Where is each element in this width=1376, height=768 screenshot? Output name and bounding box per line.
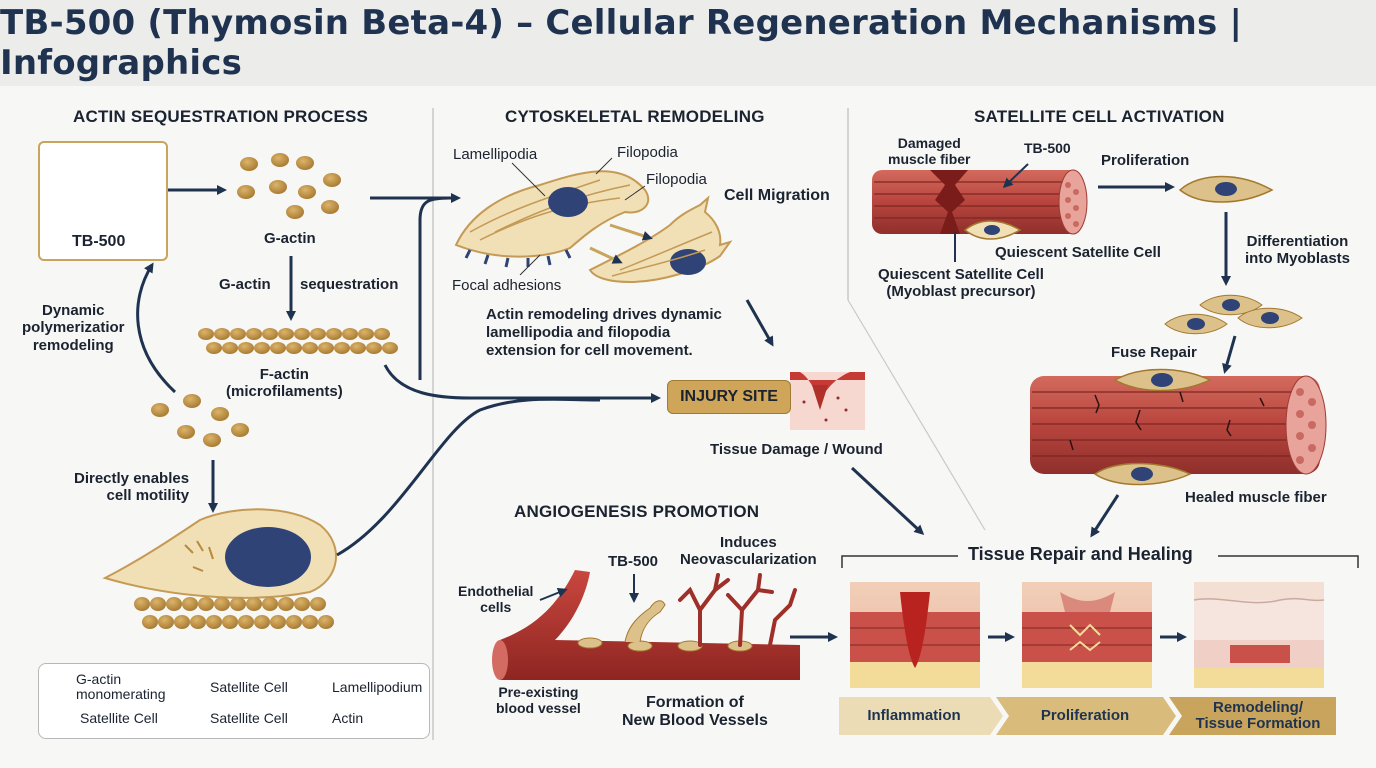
angio-panel-heading: ANGIOGENESIS PROMOTION — [514, 502, 760, 521]
injury-site-badge: INJURY SITE — [667, 380, 791, 414]
healing-heading: Tissue Repair and Healing — [968, 544, 1193, 564]
endothelial-label: Endothelial cells — [458, 583, 534, 616]
differentiation-label: Differentiation into Myoblasts — [1245, 233, 1351, 268]
f-actin-label: F-actin (microfilaments) — [226, 366, 343, 401]
healing-block-proliferation — [1022, 582, 1152, 688]
g-actin-cluster-top — [237, 153, 341, 219]
to-injury-arrow — [745, 299, 774, 347]
healing-bracket — [841, 555, 1359, 568]
dynamic-remodeling-label: Dynamic polymerizatior remodeling — [22, 302, 125, 354]
angio-pointers — [539, 574, 639, 603]
tb500-molecule-box: TB-500 — [38, 141, 168, 261]
motile-cell — [102, 508, 337, 599]
healing-block-remodeling — [1193, 582, 1325, 688]
f-actin-filament — [198, 328, 398, 354]
stage-proliferation: Proliferation — [1040, 707, 1130, 725]
lamellipodia-label: Lamellipodia — [453, 146, 538, 163]
healing-stage-chevrons — [839, 697, 1336, 735]
cell-migration-label: Cell Migration — [724, 187, 830, 204]
filopodia-label-2: Filopodia — [646, 171, 707, 188]
cyto-description: Actin remodeling drives dynamic lamellip… — [486, 306, 722, 359]
divider-diagonal — [847, 299, 986, 531]
proliferation-label: Proliferation — [1101, 152, 1190, 169]
angio-tb500-label: TB-500 — [608, 553, 659, 570]
migration-motion-arrows — [589, 223, 653, 264]
quiescent-cell-label: Quiescent Satellite Cell — [995, 244, 1161, 261]
blood-vessel — [492, 570, 800, 680]
new-vessels-label: Formation of New Blood Vessels — [622, 694, 768, 730]
actin-panel-heading: ACTIN SEQUESTRATION PROCESS — [73, 107, 369, 126]
sequestration-label: sequestration — [300, 276, 399, 293]
stage-inflammation: Inflammation — [867, 707, 961, 725]
legend-g-actin: G-actin monomerating — [76, 671, 166, 703]
legend-satellite-cell-red: Satellite Cell — [210, 710, 288, 726]
legend-lamellipodium: Lamellipodium — [332, 679, 423, 695]
preexisting-vessel-label: Pre-existing blood vessel — [496, 684, 581, 717]
satellite-tb500-label: TB-500 — [1024, 140, 1071, 156]
myoblasts — [1164, 294, 1303, 335]
legend-actin: Actin — [332, 710, 364, 726]
tb500-molecule-label: TB-500 — [72, 233, 126, 250]
legend-satellite-cell-round: Satellite Cell — [210, 679, 288, 695]
g-actin-label: G-actin — [264, 230, 316, 247]
healed-to-repair-arrow — [1090, 494, 1120, 538]
motile-cell-actin — [134, 597, 334, 629]
induces-neovascularization-label: Induces Neovascularization — [680, 534, 817, 569]
fuse-arrow — [1222, 335, 1237, 374]
focal-adhesions-label: Focal adhesions — [452, 277, 562, 294]
cyto-panel-heading: CYTOSKELETAL REMODELING — [505, 107, 765, 126]
cell-motility-label: Directly enables cell motility — [74, 470, 190, 505]
migrating-cell-2 — [588, 195, 733, 284]
title-bar: TB-500 (Thymosin Beta-4) – Cellular Rege… — [0, 0, 1376, 86]
tissue-damage-caption: Tissue Damage / Wound — [710, 441, 883, 458]
g-actin-cluster-bottom — [151, 394, 249, 447]
healed-fiber-label: Healed muscle fiber — [1185, 489, 1327, 506]
damaged-muscle-fiber — [872, 169, 1088, 240]
cyto-leader-lines — [511, 157, 646, 276]
satellite-pointers — [954, 163, 1029, 262]
legend-satellite-cell-spindle: Satellite Cell — [80, 710, 158, 726]
stage-remodeling: Remodeling/ Tissue Formation — [1195, 699, 1321, 732]
actin-arrows — [136, 185, 661, 557]
migrating-cell-1 — [454, 170, 650, 268]
healed-muscle-fiber — [1030, 368, 1327, 486]
quiescent-precursor-label: Quiescent Satellite Cell (Myoblast precu… — [878, 266, 1044, 301]
filopodia-label-1: Filopodia — [617, 144, 678, 161]
proliferating-cell — [1178, 175, 1274, 203]
injury-tissue — [790, 372, 865, 430]
page-title: TB-500 (Thymosin Beta-4) – Cellular Rege… — [0, 3, 1243, 83]
damaged-fiber-label: Damaged muscle fiber — [888, 135, 971, 168]
healing-block-inflammation — [850, 582, 980, 688]
injury-to-healing-arrow — [850, 466, 925, 536]
satellite-panel-heading: SATELLITE CELL ACTIVATION — [974, 107, 1225, 126]
g-actin-label-2: G-actin — [219, 276, 271, 293]
legend — [38, 663, 430, 739]
fuse-repair-label: Fuse Repair — [1111, 344, 1197, 361]
